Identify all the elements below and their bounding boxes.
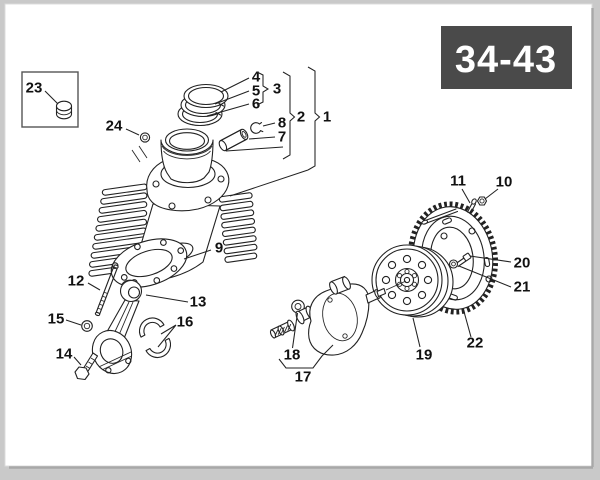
leader-6 [206,103,250,117]
callout-14: 14 [56,346,73,363]
callout-21: 21 [514,279,531,296]
leader-to-bracket-2 [225,146,284,152]
callout-12: 12 [68,273,85,290]
bracket-3 [256,71,270,106]
circlip [250,122,264,134]
cylinder-stud: 12 [68,264,119,317]
callout-8: 8 [278,115,286,132]
callout-7: 7 [278,129,286,146]
head-nut: 24 [106,118,151,163]
crank-webs [308,283,370,356]
callout-11: 11 [450,173,466,190]
leader-7 [248,136,276,140]
section-badge-label: 34-43 [455,39,557,81]
leader-19 [412,317,421,348]
leader-10 [484,188,499,200]
leader-to-bracket-1 [229,169,309,197]
leader-12 [87,282,101,291]
gear-washer [448,259,459,269]
callout-19: 19 [416,347,433,364]
base-gasket [110,238,188,288]
leader-4 [220,77,250,93]
callout-2: 2 [297,109,305,126]
brace-17 [278,344,334,369]
leader-20 [469,255,512,263]
leader-22 [462,307,472,338]
rim-nut [476,196,488,206]
leader-23 [44,90,59,105]
flywheel-bolt-holes [381,254,433,306]
cylinder-fins-right [218,192,258,263]
callout-23: 23 [26,80,43,97]
rod-nut: 15 [48,311,93,332]
leader-14 [73,356,82,366]
callout-17: 17 [295,369,312,386]
flywheel: 19 22 [371,244,484,364]
connecting-rod: 13 [91,279,207,375]
gear-stud [421,208,459,225]
crank-pin [329,275,351,295]
crank-axis-line [385,280,407,291]
callout-1: 1 [323,109,331,126]
gear-fasteners: 20 21 [448,252,531,296]
piston-rings: 4 5 6 3 [177,69,281,127]
leader-13 [145,294,189,303]
bracket-2 [282,71,296,160]
flywheel-hub [394,267,420,293]
leader-11 [461,188,471,204]
callout-3: 3 [273,81,281,98]
inset-box-23: 23 [21,71,79,128]
callout-13: 13 [190,294,207,311]
callout-4: 4 [252,69,261,86]
section-badge-box [441,26,572,89]
rod-small-end [119,279,143,303]
leader-9 [183,249,212,260]
callout-15: 15 [48,311,65,328]
bracket-1 [307,66,321,171]
bearing-shells: 16 [138,314,194,359]
bush-part [55,100,73,120]
callout-6: 6 [252,96,260,113]
callout-22: 22 [467,335,484,352]
callout-10: 10 [496,174,513,191]
piston [160,128,214,184]
rim-bolt [466,198,477,215]
callout-5: 5 [252,83,260,100]
assembly-brackets: 2 1 [225,66,331,197]
callout-9: 9 [215,240,223,257]
rod-bolt: 14 [56,346,99,381]
crankshaft: 18 17 [269,275,407,386]
leader-8 [262,122,276,127]
leader-15 [65,319,82,326]
section-badge: 34-43 [441,26,572,89]
leader-21 [458,265,512,288]
gudgeon-pin: 8 7 [218,115,286,152]
callout-24: 24 [106,118,123,135]
compression-ring-1 [183,83,229,109]
leader-16 [157,324,177,348]
leader-5 [214,90,250,105]
callout-18: 18 [284,347,301,364]
callout-16: 16 [177,314,194,331]
leader-18 [291,312,299,349]
callout-20: 20 [514,255,531,272]
rim-fasteners: 11 10 [450,173,513,215]
leader-24 [125,128,140,136]
